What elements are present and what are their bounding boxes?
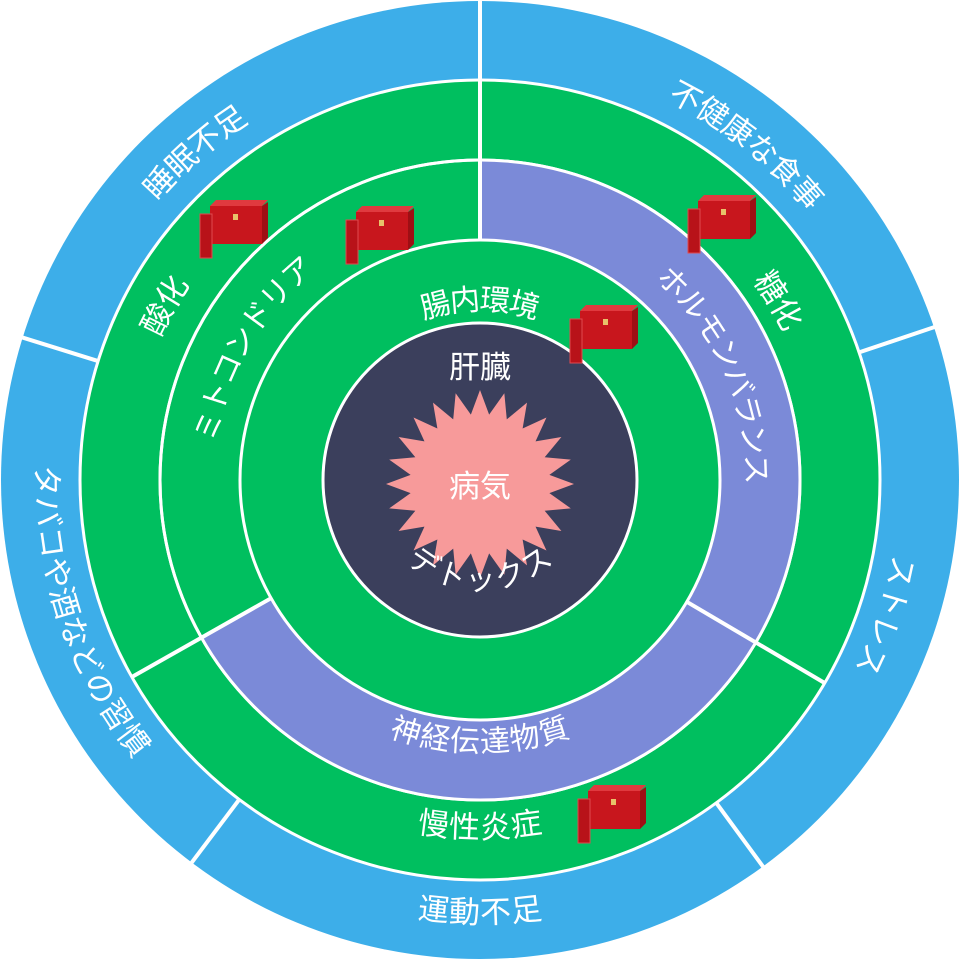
label-disease: 病気	[449, 469, 511, 505]
supplement-box-icon	[345, 206, 414, 265]
supplement-box-icon	[199, 200, 268, 259]
dividers	[19, 0, 938, 871]
products	[199, 195, 756, 844]
divider-line	[19, 334, 99, 363]
neurotransmitter-segment	[201, 598, 756, 800]
divider-line	[200, 596, 273, 640]
hormone-balance-segment	[480, 160, 801, 643]
divider-line	[754, 640, 826, 685]
divider-line	[858, 324, 938, 355]
divider-line	[188, 798, 241, 867]
divider-line	[714, 801, 767, 871]
supplement-box-icon	[577, 785, 646, 844]
supplement-box-icon	[569, 305, 638, 364]
disease-starburst	[386, 390, 574, 578]
divider-line	[130, 635, 203, 679]
label-liver: 肝臓	[449, 350, 511, 386]
divider-line	[685, 600, 757, 645]
supplement-box-icon	[687, 195, 756, 254]
